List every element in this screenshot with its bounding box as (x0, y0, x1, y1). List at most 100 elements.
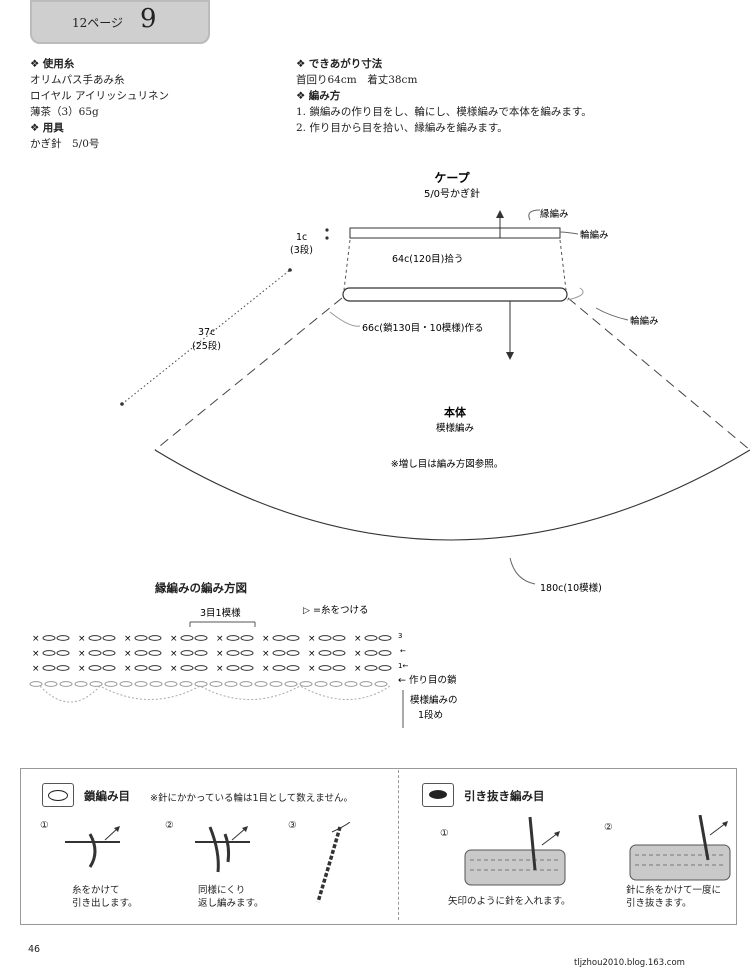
chain-symbol (42, 665, 56, 671)
chain-symbol (378, 635, 392, 641)
start-chain-symbol (344, 681, 358, 687)
chain-symbol-box (42, 783, 74, 807)
start-chain-symbol (194, 681, 208, 687)
tools-line: かぎ針 5/0号 (30, 138, 100, 150)
step-num: ① (440, 828, 449, 839)
height-rows: (25段) (192, 340, 221, 352)
diamond-icon: ❖ (30, 122, 40, 134)
chain-symbol (226, 665, 240, 671)
start-chain-symbol (74, 681, 88, 687)
chain-symbol (102, 650, 116, 656)
chain-symbol (240, 650, 254, 656)
chain-symbol (332, 650, 346, 656)
pickup-label: 64c(120目)拾う (392, 253, 463, 265)
hook-icon (195, 826, 250, 873)
chain-symbol (272, 665, 286, 671)
start-chain-symbol (359, 681, 373, 687)
start-chain-symbol (239, 681, 253, 687)
diamond-icon: ❖ (296, 90, 306, 102)
start-chain-symbol (314, 681, 328, 687)
chain-step1-text: 糸をかけて引き出します。 (72, 885, 138, 909)
step-num: ③ (288, 820, 297, 831)
fabric-swatch-icon (629, 815, 731, 881)
start-chain-symbol (224, 681, 238, 687)
leader-line (509, 557, 536, 585)
chain-symbol (318, 650, 332, 656)
round-label: 輪編み (580, 229, 609, 241)
slip-symbol-box (422, 783, 454, 807)
chain-symbol (286, 650, 300, 656)
slip-stitch-icon (429, 790, 447, 799)
step-num: ② (165, 820, 174, 831)
repeat-label: 3目1模様 (200, 607, 241, 619)
chain-step2-text: 同様にくり返し編みます。 (198, 885, 264, 909)
technique-box (20, 768, 737, 925)
chain-symbol (378, 650, 392, 656)
page-header-tab: 12ページ 9 (30, 0, 210, 44)
dimension-dot (120, 402, 124, 406)
step-num: ① (40, 820, 49, 831)
technique-divider (398, 770, 399, 920)
page-number: 46 (28, 944, 41, 955)
body-subtitle: 模様編み (436, 422, 474, 434)
watermark: tljzhou2010.blog.163.com (574, 958, 685, 968)
chain-symbol (364, 635, 378, 641)
single-crochet-symbol: × (216, 634, 224, 644)
start-chain-symbol (374, 681, 388, 687)
chain-symbol (318, 635, 332, 641)
diamond-icon: ❖ (30, 58, 40, 70)
chain-symbol (88, 650, 102, 656)
start-chain-symbol (89, 681, 103, 687)
single-crochet-symbol: × (308, 649, 316, 659)
chain-symbol (378, 665, 392, 671)
body-side-right (567, 297, 750, 451)
size-heading: ❖ できあがり寸法 (296, 58, 383, 70)
row-number: 1← (398, 662, 408, 670)
chain-symbol (226, 650, 240, 656)
chain-illustrations (65, 822, 351, 903)
single-crochet-symbol: × (78, 664, 86, 674)
single-crochet-symbol: × (308, 634, 316, 644)
hem-length: 180c(10模様) (540, 582, 602, 594)
method-heading: ❖ 編み方 (296, 90, 341, 102)
chain-symbol (286, 665, 300, 671)
chain-symbol (286, 635, 300, 641)
chain-symbol (240, 635, 254, 641)
start-chain-symbol (254, 681, 268, 687)
cape-title: ケープ (434, 170, 470, 185)
up-arrow-head (496, 210, 504, 218)
diamond-icon: ❖ (296, 58, 306, 70)
start-chain-symbol (149, 681, 163, 687)
chain-symbol (194, 665, 208, 671)
start-chain-symbol (29, 681, 43, 687)
single-crochet-symbol: × (170, 664, 178, 674)
chain-symbol (148, 635, 162, 641)
legend-text: =糸をつける (313, 604, 368, 616)
height-label: 37c (198, 327, 215, 338)
attach-yarn-icon: ▷ (303, 606, 310, 616)
collar-side-right (559, 239, 567, 291)
instructions-block: ❖ できあがり寸法 首回り64cm 着丈38cm ❖ 編み方 1. 鎖編みの作り… (296, 56, 592, 136)
slip-illustrations (464, 815, 731, 886)
start-chain-symbol (44, 681, 58, 687)
chain-symbol (272, 650, 286, 656)
start-chain-symbol (269, 681, 283, 687)
leader-line (329, 311, 361, 327)
edge-stitch-chart: 3目1模様 ▷ =糸をつける ×××××××××××××××××××××××× … (29, 604, 458, 728)
single-crochet-symbol: × (124, 649, 132, 659)
slip-step2-text: 針に糸をかけて一度に引き抜きます。 (626, 885, 722, 909)
slip-step1-text: 矢印のように針を入れます。 (448, 896, 571, 907)
single-crochet-symbol: × (170, 634, 178, 644)
chain-symbol (56, 665, 70, 671)
single-crochet-symbol: × (262, 634, 270, 644)
chain-symbol (194, 635, 208, 641)
body-side-left (154, 297, 343, 451)
stitch-rows: ×××××××××××××××××××××××× (29, 634, 392, 687)
chain-symbol (148, 665, 162, 671)
start-chain-symbol (164, 681, 178, 687)
leader-line (559, 231, 579, 235)
chain-symbol (194, 650, 208, 656)
single-crochet-symbol: × (124, 664, 132, 674)
single-crochet-symbol: × (32, 634, 40, 644)
dimension-dot (325, 236, 329, 240)
